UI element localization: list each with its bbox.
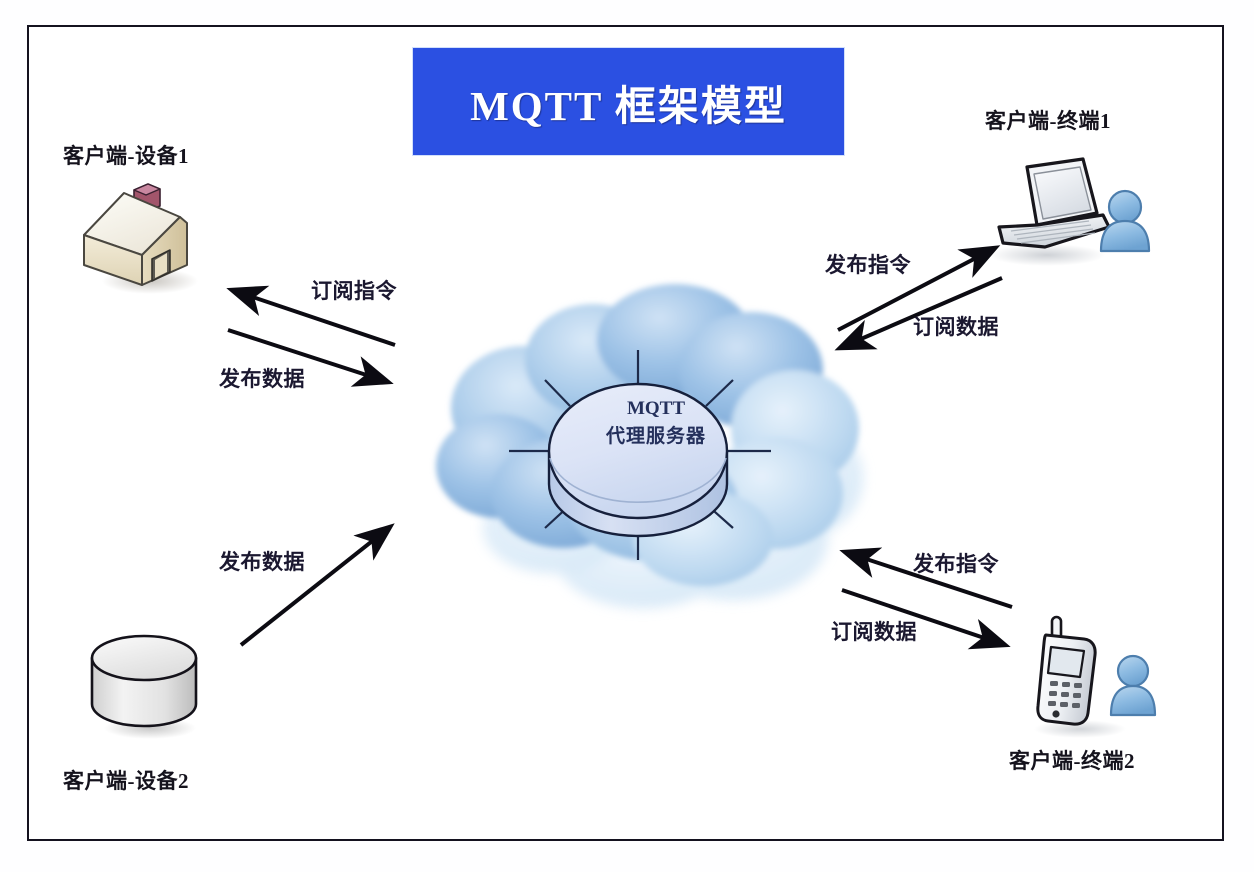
broker-label: MQTT 代理服务器 (536, 395, 776, 450)
broker-label-line2: 代理服务器 (605, 425, 706, 447)
mobile-phone-icon (1034, 615, 1157, 738)
edge-label-subscribe-command-device1: 订阅指令 (311, 279, 397, 303)
title-banner: MQTT 框架模型 (413, 48, 844, 155)
phone-keypad (1048, 681, 1082, 708)
edge-label-subscribe-data-terminal1: 订阅数据 (913, 315, 999, 339)
laptop-icon (989, 157, 1151, 266)
edge-label-publish-command-terminal2: 发布指令 (913, 552, 999, 576)
node-label-client-device-2: 客户端-设备2 (63, 769, 189, 793)
user-avatar-icon (1109, 654, 1157, 717)
node-label-client-device-1: 客户端-设备1 (63, 144, 189, 168)
node-client-device-2[interactable] (78, 630, 218, 745)
cloud-shape (436, 284, 863, 608)
user-avatar-icon (1099, 189, 1151, 253)
diagram-title: MQTT 框架模型 (470, 82, 787, 129)
edge-label-subscribe-data-terminal2: 订阅数据 (831, 620, 917, 644)
edge-label-publish-data-device1: 发布数据 (219, 367, 305, 391)
database-cylinder-icon (90, 634, 198, 739)
broker-label-line1: MQTT (626, 398, 686, 419)
house-icon (83, 183, 198, 294)
edge-label-publish-command-terminal1: 发布指令 (825, 253, 911, 277)
edge-label-publish-data-device2: 发布数据 (219, 550, 305, 574)
laptop-keyboard (1010, 220, 1096, 244)
broker-disk (547, 382, 729, 538)
node-client-device-1[interactable] (72, 173, 212, 298)
node-client-terminal-2[interactable] (1022, 615, 1172, 740)
node-label-client-terminal-1: 客户端-终端1 (985, 109, 1111, 133)
node-client-terminal-1[interactable] (985, 155, 1155, 275)
broker-cloud (403, 284, 873, 608)
node-label-client-terminal-2: 客户端-终端2 (1009, 749, 1135, 773)
